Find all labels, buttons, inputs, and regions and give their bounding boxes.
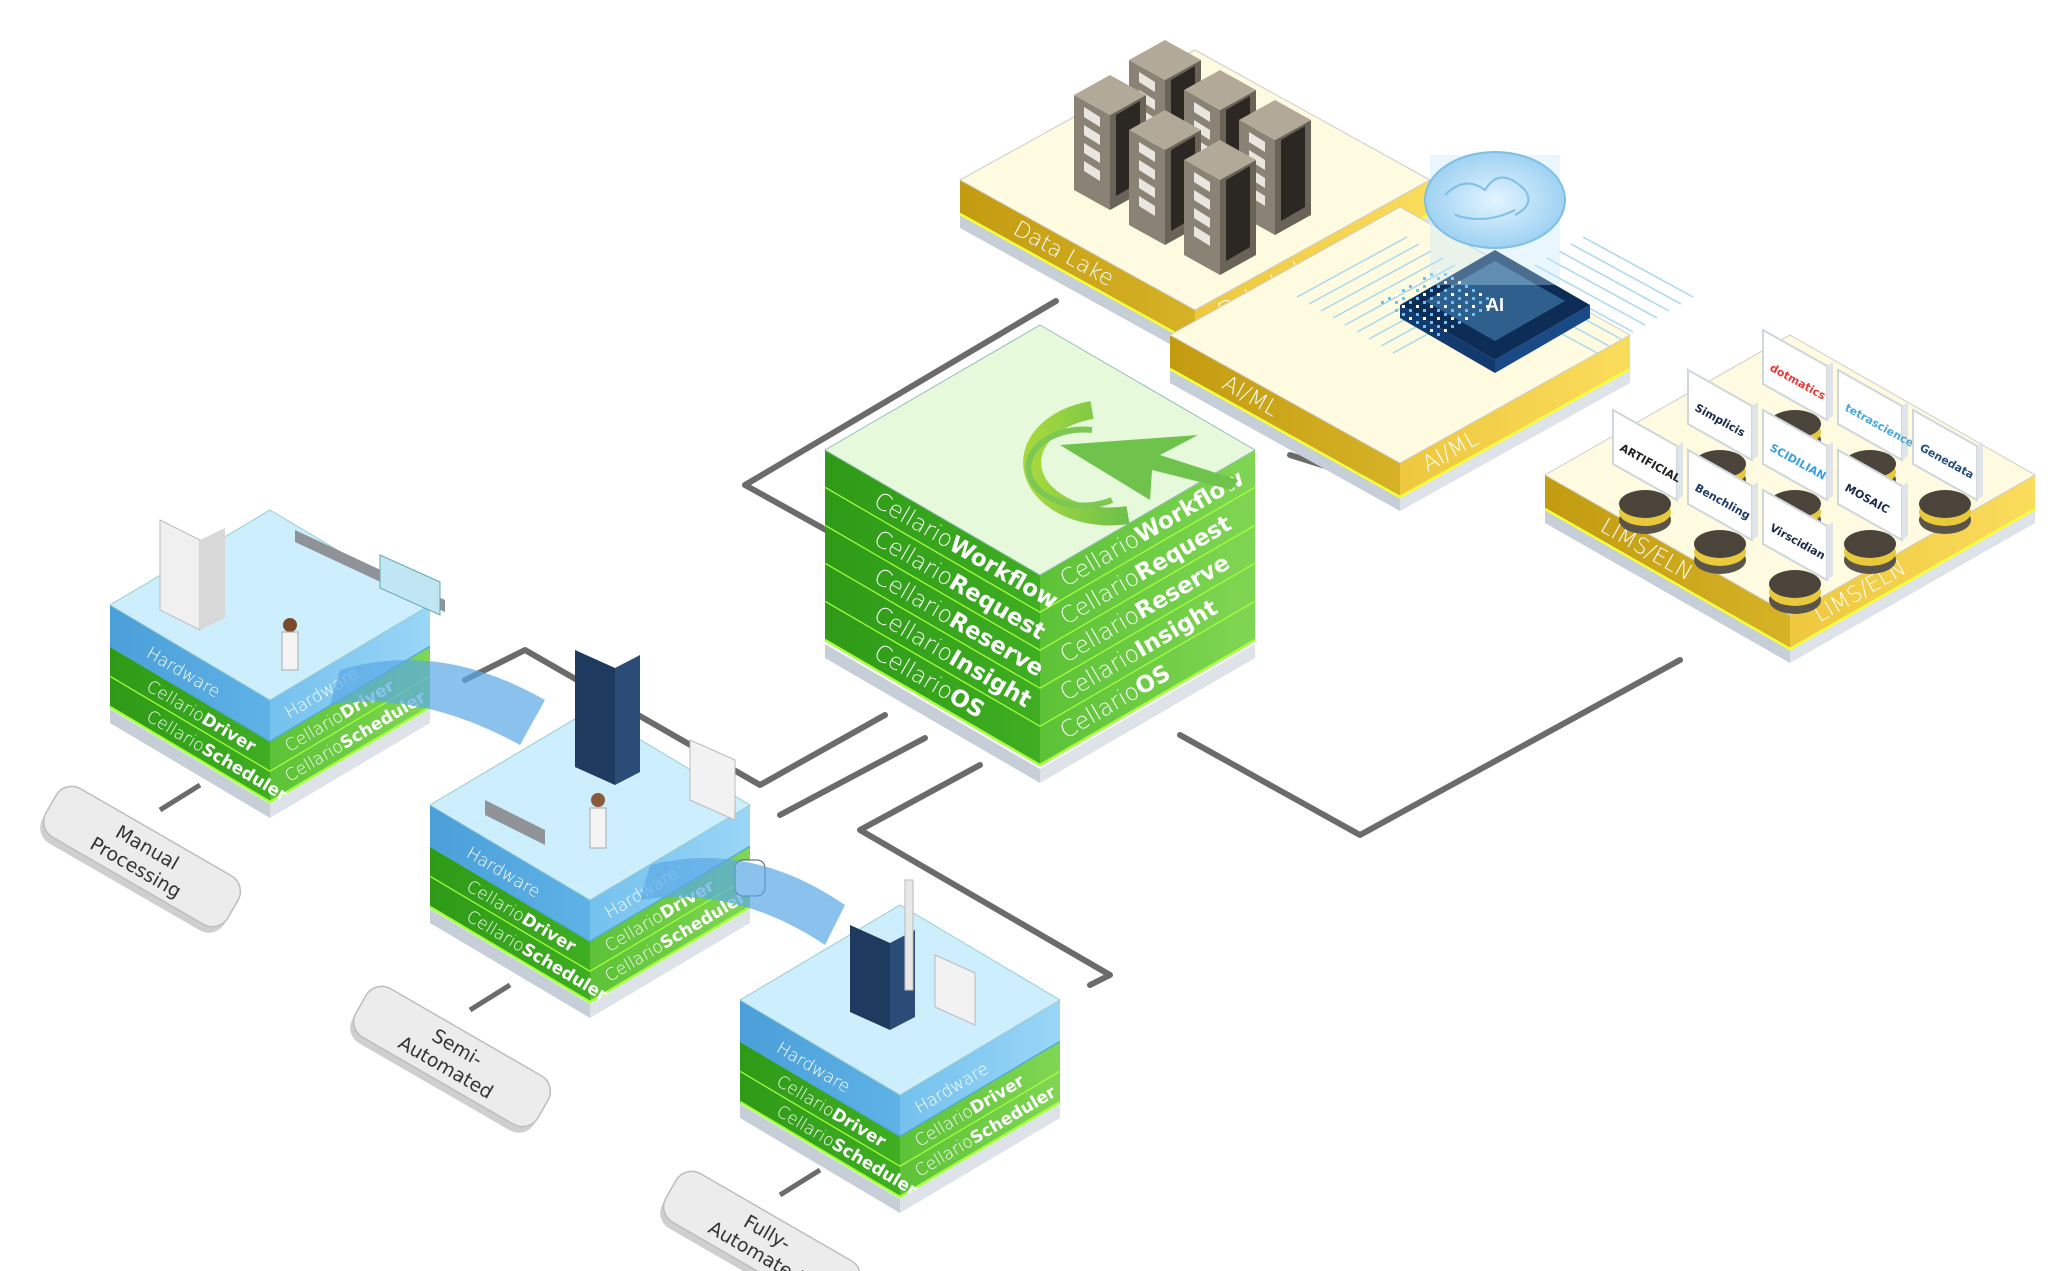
layer-left-face bbox=[1545, 475, 1790, 649]
brain-icon bbox=[1424, 151, 1566, 249]
layer-separator bbox=[739, 1100, 1061, 1199]
layer-separator bbox=[1169, 367, 1631, 499]
prime-enclosure-icon bbox=[575, 650, 615, 785]
instrument-icon bbox=[689, 739, 736, 821]
layer-separator bbox=[109, 705, 431, 804]
fully-category-pill: Fully-Automated bbox=[660, 1167, 862, 1271]
server-racks bbox=[1074, 40, 1311, 275]
ai-chip-icon: AI bbox=[1296, 151, 1694, 373]
block-base-right bbox=[590, 909, 750, 1018]
layer-left-face bbox=[825, 526, 1040, 689]
partner-logo-mosaic: MOSAIC bbox=[1837, 448, 1908, 574]
server-rack-icon bbox=[1239, 100, 1311, 235]
instrument-icon bbox=[934, 954, 976, 1026]
scientist-icon bbox=[591, 793, 605, 807]
layer-left-face bbox=[430, 877, 590, 1002]
layer-left-face bbox=[740, 1072, 900, 1197]
layer-right-face bbox=[1040, 602, 1255, 765]
connector-core-manual bbox=[462, 647, 888, 788]
layer-separator bbox=[429, 905, 751, 1004]
layer-left-face bbox=[110, 677, 270, 802]
partner-logo-genedata: Genedata bbox=[1912, 408, 1983, 534]
block-base-left bbox=[1545, 509, 1790, 663]
cellario-logo-icon bbox=[1023, 401, 1238, 526]
block-base-left bbox=[110, 709, 270, 818]
layer-right-face bbox=[1040, 450, 1255, 613]
block-base-right bbox=[270, 709, 430, 818]
block-base-right bbox=[1040, 644, 1255, 783]
layer-left-face bbox=[430, 847, 590, 972]
block-base-left bbox=[960, 214, 1195, 358]
transfer-ramps bbox=[330, 660, 845, 945]
layer-right-face bbox=[1040, 526, 1255, 689]
robot-arm-icon bbox=[904, 879, 914, 991]
block-base-left bbox=[740, 1104, 900, 1213]
block-base-right bbox=[900, 1104, 1060, 1213]
block-base-left bbox=[430, 909, 590, 1018]
layer-left-face bbox=[825, 488, 1040, 651]
connector-core-semi bbox=[777, 735, 928, 818]
layer-left-face bbox=[960, 180, 1195, 344]
layer-left-face bbox=[1170, 335, 1400, 497]
block-base-left bbox=[825, 644, 1040, 783]
server-rack-icon bbox=[1184, 140, 1256, 275]
layer-left-face bbox=[825, 450, 1040, 613]
scientist-icon bbox=[283, 618, 297, 632]
layer-right-face bbox=[270, 677, 430, 802]
manual-equipment bbox=[159, 519, 445, 671]
layer-right-face bbox=[1040, 488, 1255, 651]
semi-category-pill: Semi-Automated bbox=[350, 982, 552, 1133]
layer-right-face bbox=[1040, 564, 1255, 727]
ramp-manual-to-semi bbox=[330, 660, 545, 745]
partner-logo-virscidian: Virscidian bbox=[1762, 488, 1833, 614]
layer-separator bbox=[824, 638, 1256, 767]
layer-right-face bbox=[1790, 475, 2035, 649]
workcell-semi: HardwareHardwareCellarioDriverCellarioDr… bbox=[429, 709, 751, 1018]
block-base-left bbox=[1170, 369, 1400, 511]
layer-left-face bbox=[110, 605, 270, 742]
cursor-arrow-icon bbox=[1060, 435, 1238, 500]
layer-separator bbox=[1544, 507, 2036, 651]
connector-core-fully bbox=[857, 762, 1113, 988]
layer-left-face bbox=[740, 1000, 900, 1137]
incubator-icon bbox=[159, 519, 201, 631]
layer-right-face bbox=[590, 877, 750, 1002]
layer-left-face bbox=[825, 564, 1040, 727]
layer-right-face bbox=[900, 1042, 1060, 1167]
block-base-right bbox=[1400, 369, 1630, 511]
instrument-icon bbox=[379, 554, 441, 616]
fully-equipment bbox=[850, 879, 976, 1030]
layer-left-face bbox=[110, 647, 270, 772]
layer-right-face bbox=[900, 1072, 1060, 1197]
prime-enclosure-icon bbox=[850, 925, 890, 1030]
connector-core-lims bbox=[1177, 657, 1683, 838]
lab-bench-icon bbox=[485, 800, 545, 845]
ramp-semi-to-fully bbox=[640, 858, 845, 945]
block-base-right bbox=[1790, 509, 2035, 663]
layer-right-face bbox=[1400, 335, 1630, 497]
chip-label: AI bbox=[1486, 295, 1504, 315]
layer-right-face bbox=[900, 1000, 1060, 1137]
layer-left-face bbox=[825, 602, 1040, 765]
layer-left-face bbox=[430, 805, 590, 942]
layer-left-face bbox=[740, 1042, 900, 1167]
